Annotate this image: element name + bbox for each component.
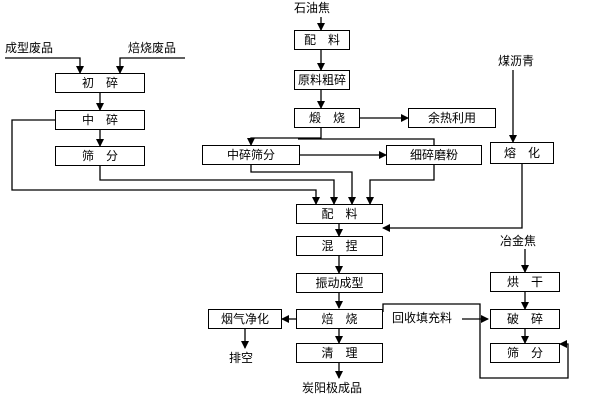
box-dry: 烘 干 <box>490 272 560 292</box>
box-roasting: 焙 烧 <box>296 309 383 329</box>
arrow-calcine-to-midscreen <box>247 128 322 146</box>
box-melt: 熔 化 <box>490 142 554 164</box>
line-melt-to-kneading <box>382 164 523 232</box>
input-coal-pitch: 煤沥青 <box>498 54 535 68</box>
box-waste-heat: 余热利用 <box>408 108 496 128</box>
line-midscreen-to-batching <box>250 165 356 205</box>
box-kneading: 混 捏 <box>296 236 383 256</box>
line-finegrind-recycle <box>298 138 435 145</box>
box-calcine: 煅 烧 <box>294 108 360 128</box>
box-batching-top: 配 料 <box>294 30 350 50</box>
box-primary-crush: 初 碎 <box>55 73 145 93</box>
line-finegrind-to-batching <box>366 165 435 205</box>
box-screen-left: 筛 分 <box>55 146 145 166</box>
box-cleaning: 清 理 <box>296 343 383 363</box>
input-formed-waste: 成型废品 <box>5 41 54 55</box>
input-metallurgical-coke: 冶金焦 <box>500 234 537 248</box>
label-final-product: 炭阳极成品 <box>302 381 363 395</box>
box-raw-crush: 原料粗碎 <box>294 70 350 90</box>
box-crush-right: 破 碎 <box>490 309 560 329</box>
line-screen-to-batching <box>99 166 338 205</box>
box-mid-crush: 中 碎 <box>55 110 145 130</box>
input-roasted-waste: 焙烧废品 <box>128 41 177 55</box>
line-midcrush-bypass <box>11 119 320 205</box>
box-batching-mid: 配 料 <box>296 204 383 224</box>
label-exhaust: 排空 <box>229 351 254 365</box>
box-flue-gas: 烟气净化 <box>208 309 282 329</box>
line-formed-waste <box>5 57 84 74</box>
box-screen-right: 筛 分 <box>490 343 560 363</box>
input-petroleum-coke: 石油焦 <box>294 1 331 15</box>
label-recycled-packing: 回收填充料 <box>392 311 453 325</box>
box-mid-crush-screen: 中碎筛分 <box>202 145 300 165</box>
line-roasting-to-recycle <box>382 303 569 379</box>
line-roasted-waste <box>116 57 185 74</box>
box-vibro-forming: 振动成型 <box>296 273 383 293</box>
box-fine-grind: 细碎磨粉 <box>386 145 482 165</box>
